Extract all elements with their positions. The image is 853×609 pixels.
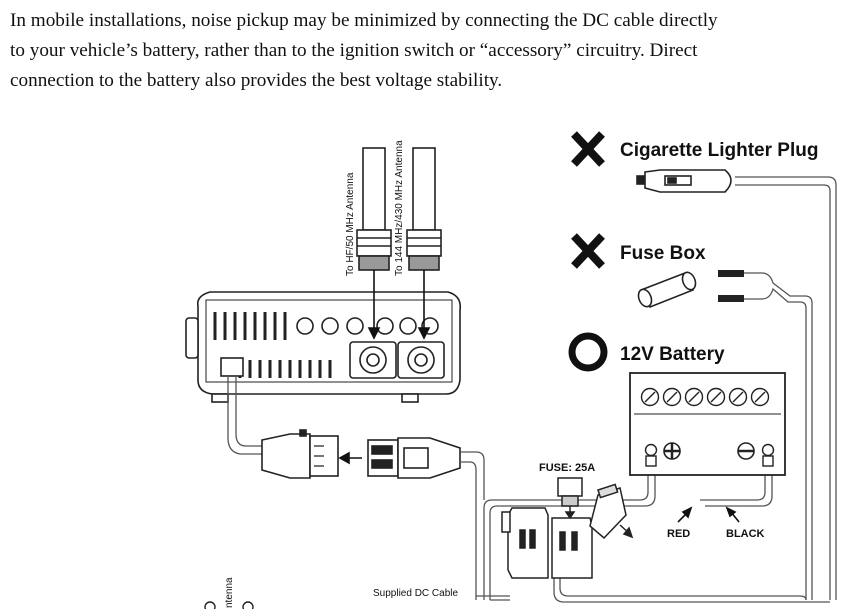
red-arrow-icon bbox=[677, 506, 693, 523]
hf-antenna-plug-icon bbox=[356, 147, 392, 271]
intro-line-1: In mobile installations, noise pickup ma… bbox=[10, 10, 718, 31]
radio-dc-cable bbox=[227, 376, 262, 455]
vhf-antenna-plug-icon bbox=[406, 147, 442, 271]
dc-connector-socket-icon bbox=[261, 429, 339, 479]
battery-icon bbox=[629, 372, 786, 476]
intro-line-2: to your vehicle’s battery, rather than t… bbox=[10, 40, 698, 61]
fuse-icon bbox=[637, 271, 697, 309]
cigarette-plug-icon bbox=[636, 169, 732, 193]
supplied-cable-wires bbox=[460, 451, 510, 601]
fuse-box-label: Fuse Box bbox=[620, 243, 706, 264]
black-wire-label: BLACK bbox=[726, 528, 765, 540]
connect-arrow-icon bbox=[338, 451, 362, 465]
circle-ok-icon bbox=[568, 332, 608, 372]
intro-line-3: connection to the battery also provides … bbox=[10, 70, 503, 91]
partial-antenna-label: ntenna bbox=[224, 577, 235, 608]
fuse-holder-icon bbox=[501, 477, 634, 579]
cross-icon bbox=[571, 233, 605, 269]
black-arrow-icon bbox=[725, 506, 740, 523]
supplied-cable-label: Supplied DC Cable bbox=[373, 588, 458, 599]
intro-paragraph: In mobile installations, noise pickup ma… bbox=[10, 6, 846, 96]
dc-connector-plug-icon bbox=[367, 437, 461, 479]
right-wires bbox=[483, 176, 837, 603]
partial-antenna-icon bbox=[204, 601, 254, 609]
cigarette-lighter-label: Cigarette Lighter Plug bbox=[620, 140, 818, 161]
vhf-antenna-label: To 144 MHz/430 MHz Antenna bbox=[394, 140, 405, 276]
fuse-rating-label: FUSE: 25A bbox=[539, 462, 595, 474]
battery-label: 12V Battery bbox=[620, 344, 725, 365]
radio-unit-icon bbox=[185, 291, 462, 403]
cross-icon bbox=[571, 131, 605, 167]
hf-antenna-label: To HF/50 MHz Antenna bbox=[345, 172, 356, 276]
fuse-box-prongs bbox=[718, 270, 744, 302]
antenna-arrows bbox=[367, 270, 431, 340]
red-wire-label: RED bbox=[667, 528, 690, 540]
